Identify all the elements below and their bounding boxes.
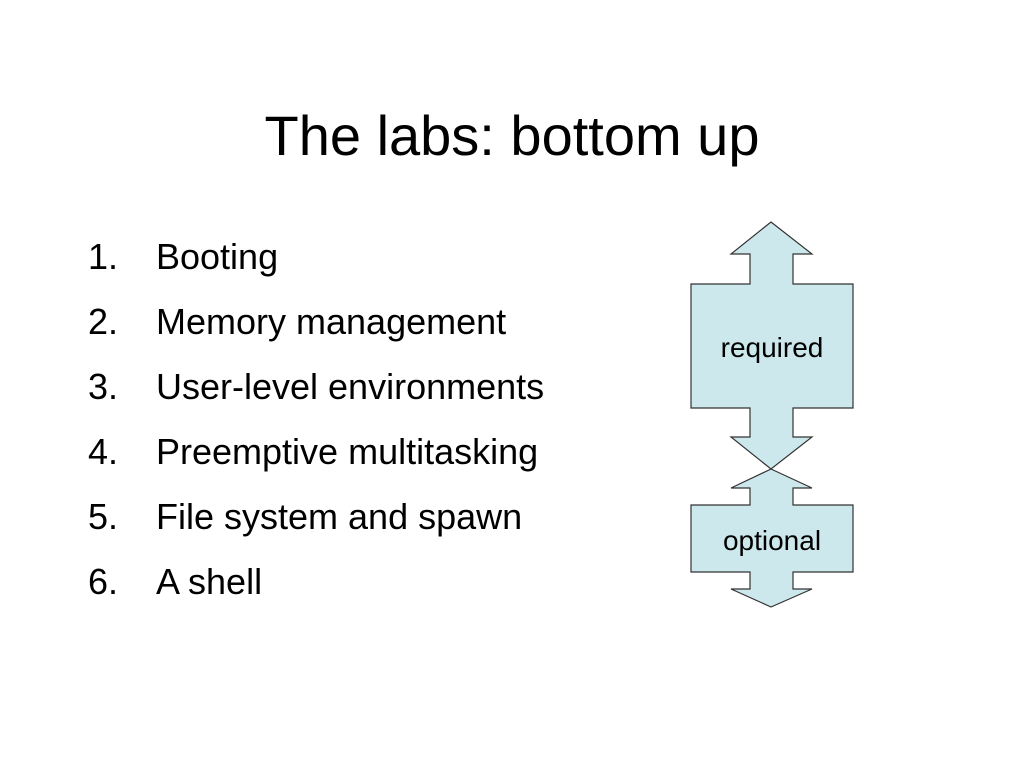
list-item-label: A shell [156, 561, 263, 602]
list-item-label: User-level environments [156, 366, 545, 407]
list-item-label: Booting [156, 236, 279, 277]
list-item-number: 5. [88, 496, 119, 537]
optional-arrow-shape [690, 468, 854, 608]
list-item-label: Memory management [156, 301, 507, 342]
list-item-label: File system and spawn [156, 496, 523, 537]
slide-title: The labs: bottom up [264, 104, 760, 167]
list-item-number: 4. [88, 431, 119, 472]
list-item-number: 2. [88, 301, 119, 342]
list-item-number: 6. [88, 561, 119, 602]
list-item-number: 1. [88, 236, 119, 277]
optional-label: optional [723, 525, 821, 556]
required-label: required [721, 332, 824, 363]
list-item-label: Preemptive multitasking [156, 431, 539, 472]
list-item-number: 3. [88, 366, 119, 407]
